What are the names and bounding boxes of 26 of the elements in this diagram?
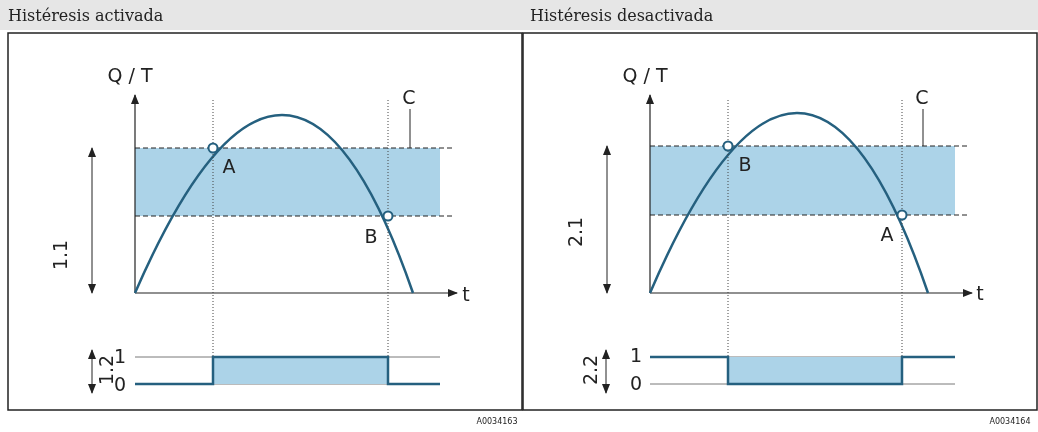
hysteresis-band [650,146,955,215]
dimension-label: 1.1 [50,239,70,271]
axis-label: t [976,283,984,303]
callout-letter: C [915,87,929,107]
panel-heading: Histéresis activada [8,8,164,24]
leader-line [922,108,924,147]
leader-line [409,108,411,149]
panel-heading: Histéresis desactivada [530,8,714,24]
point-label: B [738,154,752,174]
level-label: 0 [629,373,643,393]
hysteresis-band [135,148,440,216]
level-label: 0 [113,374,127,394]
point-label: A [880,224,894,244]
dimension-label: 1.2 [96,354,116,386]
figure-code: A0034164 [989,418,1031,426]
point-label: A [222,156,236,176]
dimension-label: 2.2 [580,354,600,386]
dimension-label: 2.1 [565,216,585,248]
figure-code: A0034163 [476,418,518,426]
axis-label: Q / T [622,65,668,85]
axis-label: t [462,284,470,304]
point-label: B [364,226,378,246]
axis-label: Q / T [107,65,153,85]
callout-letter: C [402,87,416,107]
level-label: 1 [113,346,127,366]
level-label: 1 [629,345,643,365]
